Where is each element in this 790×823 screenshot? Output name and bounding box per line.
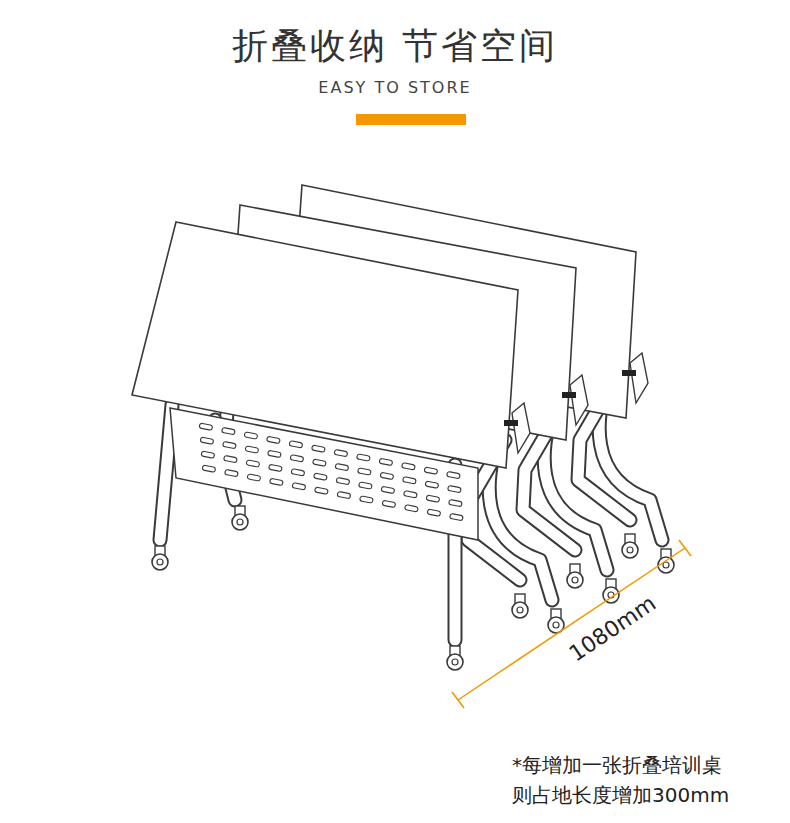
panel-slot bbox=[425, 481, 439, 488]
panel-slot bbox=[404, 491, 418, 498]
panel-slot bbox=[244, 432, 258, 439]
panel-slot bbox=[381, 486, 395, 493]
hinge-lock bbox=[622, 370, 636, 376]
accent-bar bbox=[356, 114, 466, 125]
panel-slot bbox=[291, 469, 305, 476]
panel-slot bbox=[269, 464, 283, 471]
panel-slot bbox=[337, 491, 351, 498]
panel-slot bbox=[199, 423, 213, 430]
panel-slot bbox=[359, 482, 373, 489]
panel-slot bbox=[268, 450, 282, 457]
panel-slot bbox=[312, 445, 326, 452]
panel-slot bbox=[246, 460, 260, 467]
panel-slot bbox=[449, 499, 463, 506]
panel-slot bbox=[290, 455, 304, 462]
panel-slot bbox=[447, 471, 461, 478]
panel-slot bbox=[334, 449, 348, 456]
panel-slot bbox=[335, 463, 349, 470]
caster-hub bbox=[452, 659, 458, 665]
caster-wheel bbox=[622, 542, 638, 558]
caster-wheel bbox=[567, 572, 583, 588]
panel-slot bbox=[313, 459, 327, 466]
hinge-lock bbox=[562, 392, 576, 398]
panel-slot bbox=[382, 500, 396, 507]
panel-slot bbox=[224, 455, 238, 462]
caster-wheel bbox=[232, 514, 248, 530]
panel-slot bbox=[380, 472, 394, 479]
leg-tube bbox=[160, 405, 172, 540]
panel-slot bbox=[223, 441, 237, 448]
panel-slot bbox=[357, 454, 371, 461]
panel-slot bbox=[201, 451, 215, 458]
panel-slot bbox=[358, 468, 372, 475]
panel-slot bbox=[424, 467, 438, 474]
panel-slot bbox=[448, 485, 462, 492]
caster-hub bbox=[237, 519, 243, 525]
panel-slot bbox=[292, 483, 306, 490]
caster-hub bbox=[627, 547, 633, 553]
hinge-bracket bbox=[512, 403, 530, 453]
panel-slot bbox=[314, 473, 328, 480]
caster-hub bbox=[553, 622, 559, 628]
panel-slot bbox=[267, 436, 281, 443]
panel-slot bbox=[402, 463, 416, 470]
panel-slot bbox=[315, 487, 329, 494]
panel-slot bbox=[225, 469, 239, 476]
panel-slot bbox=[222, 427, 236, 434]
panel-slot bbox=[247, 474, 261, 481]
panel-slot bbox=[403, 477, 417, 484]
panel-slot bbox=[379, 458, 393, 465]
footnote: *每增加一张折叠培训桌 则占地长度增加300mm bbox=[512, 750, 777, 810]
panel-slot bbox=[245, 446, 259, 453]
dimension-line bbox=[452, 540, 691, 708]
caster-hub bbox=[517, 607, 523, 613]
hinge-bracket bbox=[570, 375, 588, 425]
caster-wheel bbox=[447, 654, 463, 670]
leg-tube bbox=[448, 465, 463, 640]
hinge-lock bbox=[504, 420, 518, 426]
subtitle: EASY TO STORE bbox=[318, 78, 471, 97]
caster-wheel bbox=[512, 602, 528, 618]
caster-hub bbox=[572, 577, 578, 583]
hinge-bracket bbox=[630, 353, 648, 403]
panel-slot bbox=[270, 478, 284, 485]
modesty-panel bbox=[170, 408, 478, 540]
caster-hub bbox=[157, 559, 163, 565]
panel-slot bbox=[426, 495, 440, 502]
leg-tube bbox=[160, 405, 172, 540]
panel-slot bbox=[405, 505, 419, 512]
panel-slot bbox=[427, 509, 441, 516]
caster-wheel bbox=[152, 554, 168, 570]
panel-slot bbox=[450, 513, 464, 520]
panel-slot bbox=[336, 477, 350, 484]
panel-slot bbox=[289, 441, 303, 448]
panel-slot bbox=[200, 437, 214, 444]
panel-slot bbox=[360, 496, 374, 503]
title: 折叠收纳 节省空间 bbox=[232, 22, 558, 71]
panel-slot bbox=[202, 465, 216, 472]
